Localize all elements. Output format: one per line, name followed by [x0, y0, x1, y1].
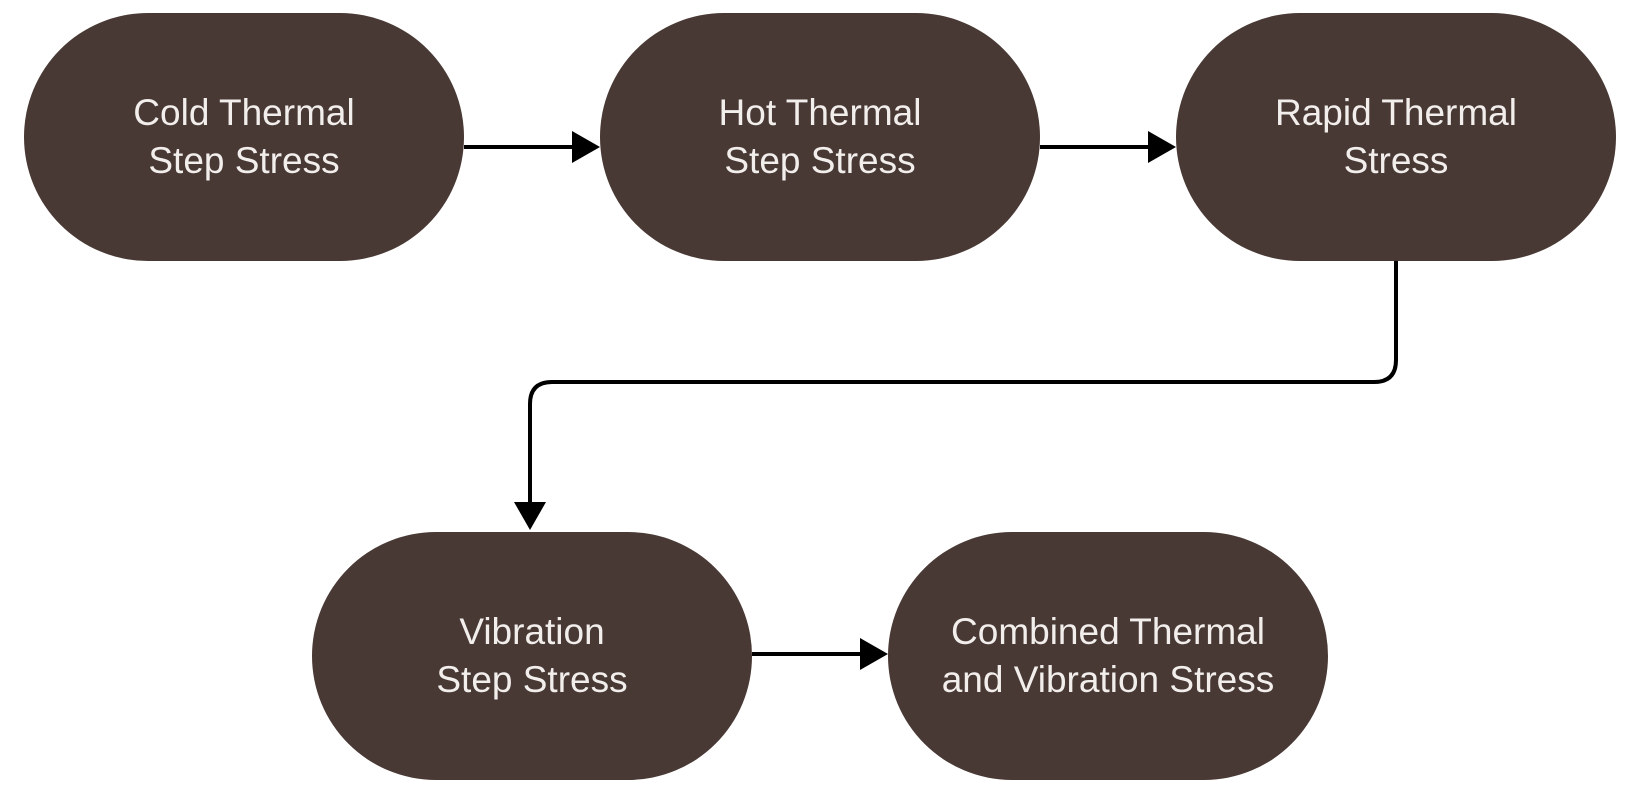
node-label-line1: Cold Thermal — [133, 92, 355, 133]
node-label-line1: Vibration — [459, 611, 605, 652]
arrowhead-cold-to-hot — [572, 131, 600, 163]
edge-rapid-to-vibration — [528, 261, 1398, 502]
node-label-line1: Rapid Thermal — [1275, 92, 1517, 133]
node-cold-thermal-step-stress: Cold Thermal Step Stress — [24, 13, 464, 261]
arrowhead-vibration-to-combined — [860, 638, 888, 670]
node-label-line1: Hot Thermal — [718, 92, 922, 133]
node-label-line1: Combined Thermal — [951, 611, 1265, 652]
node-label-line2: Stress — [1343, 140, 1449, 181]
node-combined-thermal-and-vibration-stress: Combined Thermal and Vibration Stress — [888, 532, 1328, 780]
node-label-line2: and Vibration Stress — [941, 659, 1275, 700]
node-vibration-step-stress: Vibration Step Stress — [312, 532, 752, 780]
node-label-line2: Step Stress — [148, 140, 340, 181]
arrowhead-rapid-to-vibration — [514, 502, 546, 530]
node-hot-thermal-step-stress: Hot Thermal Step Stress — [600, 13, 1040, 261]
node-label-line2: Step Stress — [724, 140, 916, 181]
arrowhead-hot-to-rapid — [1148, 131, 1176, 163]
node-label-line2: Step Stress — [436, 659, 628, 700]
node-rapid-thermal-stress: Rapid Thermal Stress — [1176, 13, 1616, 261]
